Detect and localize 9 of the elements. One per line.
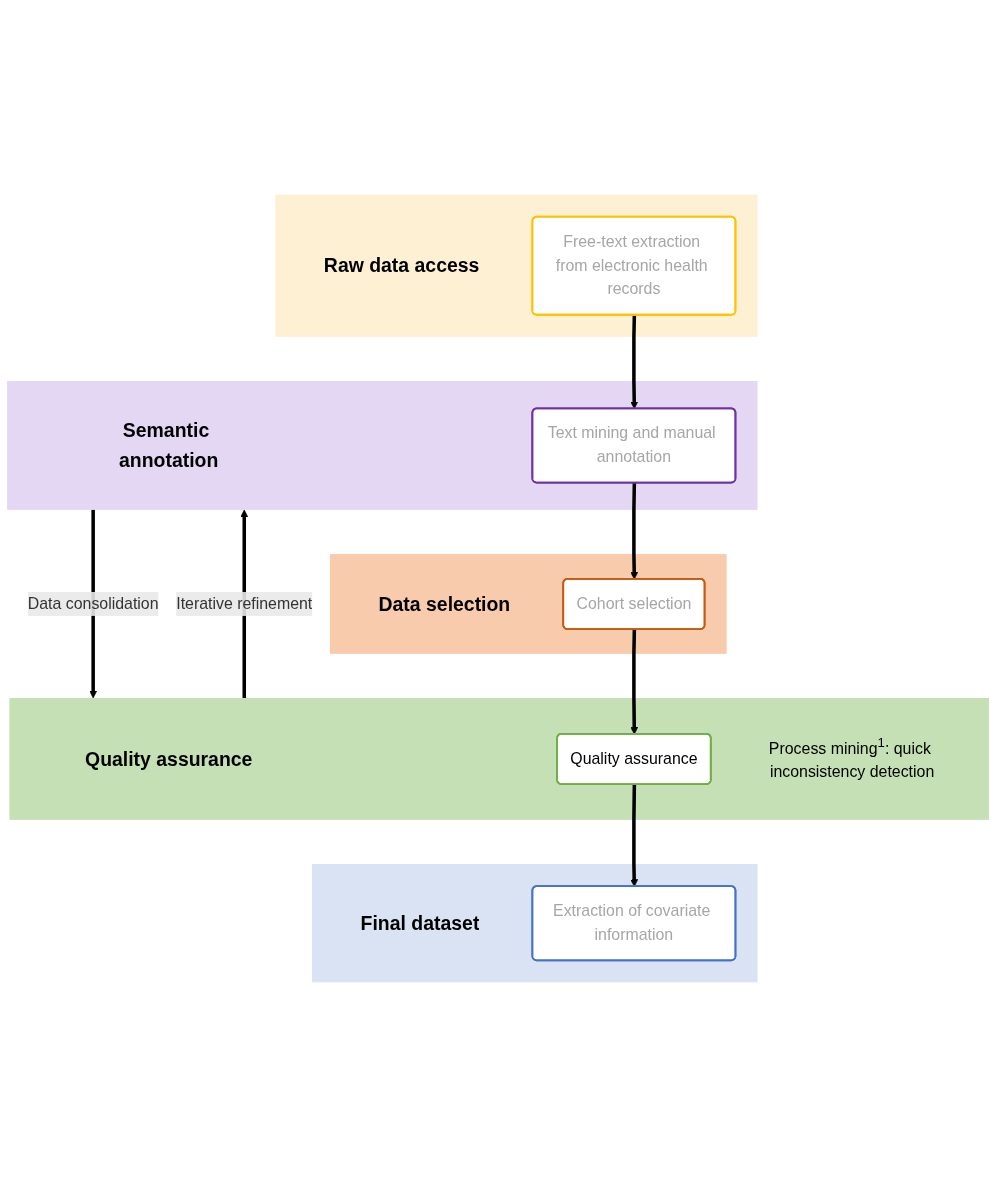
arrow xyxy=(630,784,639,887)
arrow xyxy=(240,509,249,698)
node-label: Process mining$^{1}$: quick inconsistency detection xyxy=(768,735,935,782)
arrow xyxy=(89,509,98,699)
edge-label: Iterative refinement xyxy=(176,594,313,613)
edge-label: Data consolidation xyxy=(27,594,159,613)
arrow xyxy=(630,315,639,410)
arrow xyxy=(630,482,639,580)
arrow xyxy=(630,629,639,735)
